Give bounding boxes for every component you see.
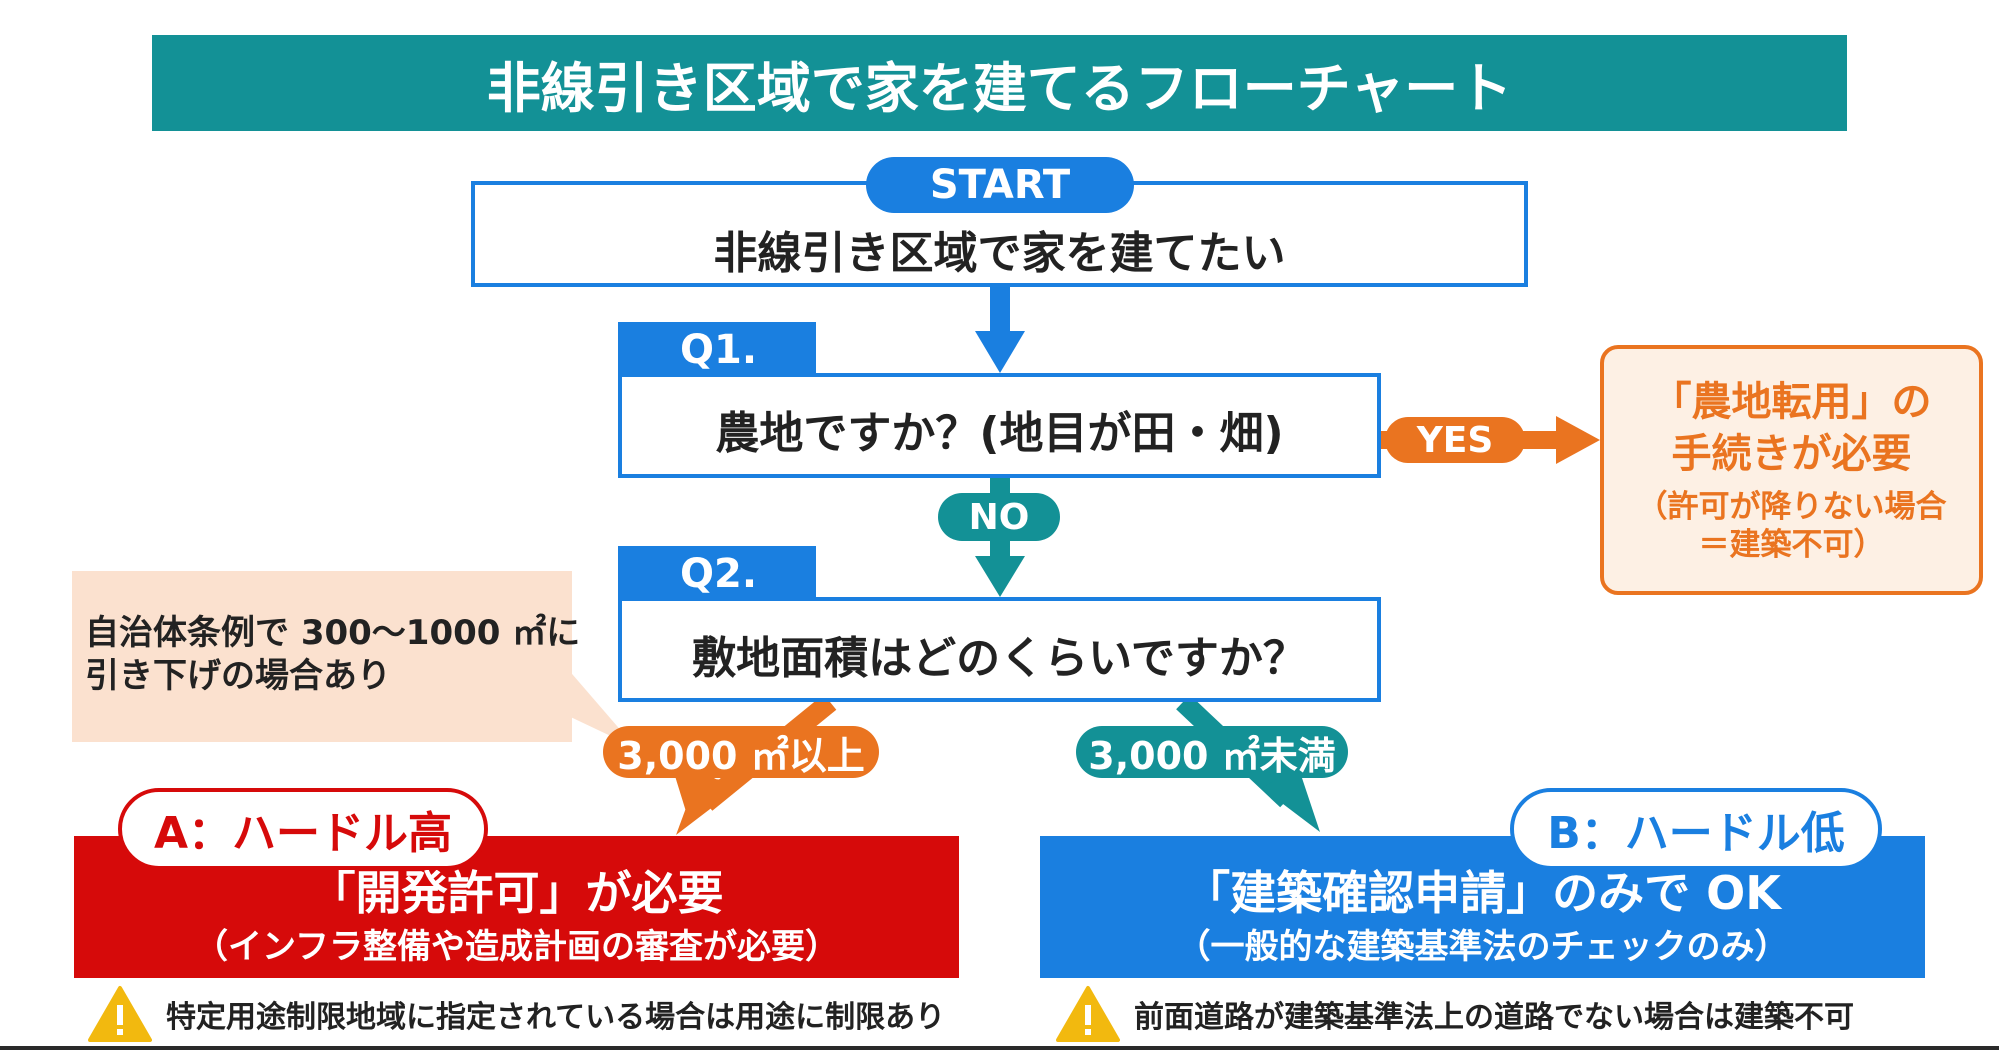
result-b-title: 「建築確認申請」のみで OK	[1184, 866, 1781, 920]
warning-b: 前面道路が建築基準法上の道路でない場合は建築不可	[1056, 985, 1956, 1043]
farmland-title: 「農地転用」の 手続きが必要	[1652, 376, 1932, 480]
farmland-note-line2: ＝建築不可）	[1698, 527, 1885, 563]
q2-box	[618, 597, 1381, 702]
municipal-ordinance-callout	[72, 571, 572, 742]
callout-text: 自治体条例で 300〜1000 ㎡に 引き下げの場合あり	[85, 612, 585, 702]
warning-icon	[1056, 986, 1120, 1042]
warning-a: 特定用途制限地域に指定されている場合は用途に制限あり	[88, 985, 988, 1043]
q1-tab: Q1.	[618, 322, 816, 377]
q1-box	[618, 373, 1381, 478]
callout-line2: 引き下げの場合あり	[85, 656, 391, 696]
branch-b-area-label: 3,000 ㎡未満	[1076, 726, 1348, 778]
branch-a-area-label: 3,000 ㎡以上	[603, 726, 879, 778]
start-to-q1-arrow-shaft	[990, 287, 1010, 333]
warning-b-text: 前面道路が建築基準法上の道路でない場合は建築不可	[1134, 1000, 1854, 1035]
hurdle-high-badge: A：ハードル高	[118, 788, 488, 870]
q2-question: 敷地面積はどのくらいですか？	[692, 633, 1307, 684]
q1-question: 農地ですか？(地目が田・畑)	[715, 408, 1284, 459]
warning-a-text: 特定用途制限地域に指定されている場合は用途に制限あり	[166, 1000, 946, 1035]
page-title: 非線引き区域で家を建てるフローチャート	[152, 35, 1847, 131]
start-to-q1-arrow-head	[975, 331, 1025, 373]
result-b-subtitle: （一般的な建築基準法のチェックのみ）	[1176, 927, 1789, 967]
result-a-subtitle: （インフラ整備や造成計画の審査が必要）	[194, 927, 839, 967]
hurdle-low-badge: B：ハードル低	[1510, 788, 1882, 870]
farmland-note-line1: （許可が降りない場合	[1636, 489, 1947, 525]
q2-to-b-arrow-head	[1262, 766, 1320, 832]
farmland-title-line1: 「農地転用」の	[1651, 379, 1932, 425]
farmland-conversion-box: 「農地転用」の 手続きが必要 （許可が降りない場合 ＝建築不可）	[1600, 345, 1983, 595]
q2-to-a-arrow-head-fill	[676, 770, 735, 835]
yes-label: YES	[1385, 417, 1525, 463]
farmland-note: （許可が降りない場合 ＝建築不可）	[1637, 488, 1947, 564]
q1-to-q2-arrow-head	[975, 556, 1025, 597]
yes-arrow-head	[1556, 416, 1600, 464]
farmland-title-line2: 手続きが必要	[1671, 431, 1912, 477]
q2-tab: Q2.	[618, 546, 816, 601]
bottom-divider	[0, 1046, 1999, 1050]
warning-icon	[88, 986, 152, 1042]
callout-line1: 自治体条例で 300〜1000 ㎡に	[85, 613, 581, 653]
result-a-title: 「開発許可」が必要	[309, 866, 724, 920]
start-badge: START	[866, 157, 1134, 213]
start-text: 非線引き区域で家を建てたい	[713, 228, 1286, 279]
no-label: NO	[938, 493, 1060, 541]
